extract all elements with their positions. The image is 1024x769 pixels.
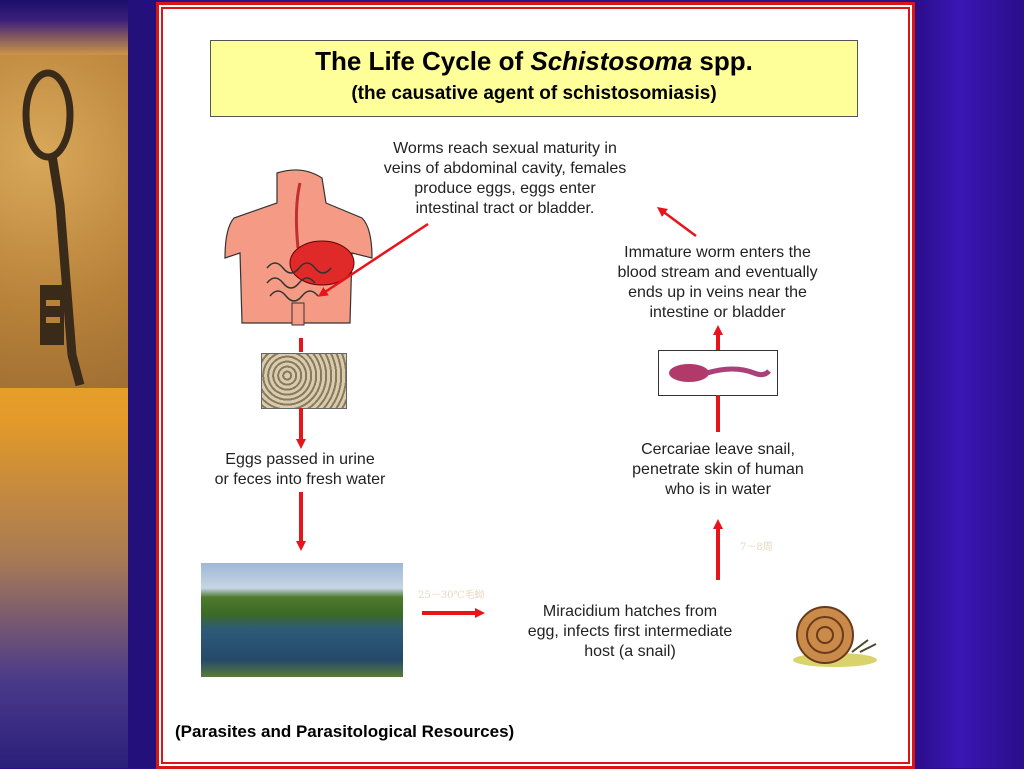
snail-icon: [793, 606, 877, 667]
eggs-micrograph: [261, 353, 347, 409]
note-temperature: 25－30℃毛蚴: [418, 590, 485, 601]
river-landscape: [201, 563, 403, 677]
right-decor-panel: [915, 0, 1024, 768]
cercaria-icon: [669, 364, 771, 382]
left-divider: [128, 0, 156, 768]
source-footer: (Parasites and Parasitological Resources…: [175, 722, 515, 741]
title-box: The Life Cycle of Schistosoma spp. (the …: [210, 40, 858, 117]
genus-name: Schistosoma: [530, 46, 693, 76]
arrow-to-maturity: [656, 207, 697, 238]
title-line1: The Life Cycle of Schistosoma spp.: [315, 46, 753, 76]
arrow-to-intestine: [317, 222, 429, 297]
cercaria-micrograph: [658, 350, 778, 396]
key-icon: [22, 69, 85, 387]
step-cercariae: Cercariae leave snail,penetrate skin of …: [632, 441, 804, 498]
antique-key-photo: [0, 55, 128, 388]
note-weeks: 7－8周: [740, 542, 773, 553]
title-line2: (the causative agent of schistosomiasis): [351, 83, 717, 104]
